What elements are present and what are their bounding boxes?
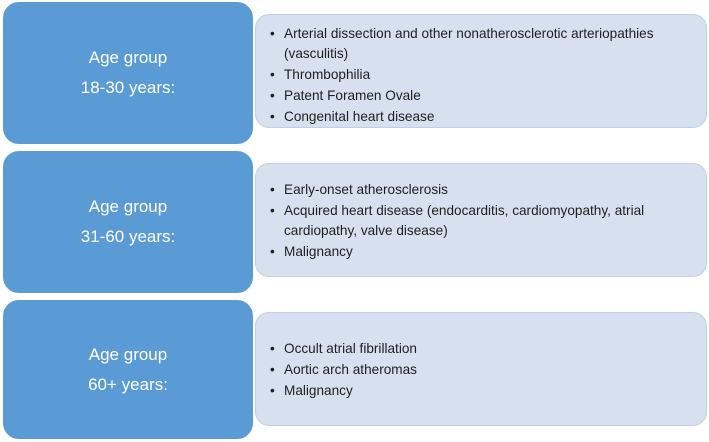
bullet-icon: • (270, 88, 275, 103)
list-item: •Malignancy (270, 242, 695, 262)
label-age-group: Age group (88, 48, 168, 67)
list-item: •Congenital heart disease (270, 107, 695, 127)
risk-factor-list-18-30: •Arterial dissection and other nonathero… (270, 24, 695, 127)
risk-factor-list-31-60: •Early-onset atherosclerosis •Acquired h… (270, 180, 695, 262)
bullet-icon: • (270, 203, 275, 218)
label-age-group: Age group (88, 197, 168, 216)
bullet-icon: • (270, 244, 275, 259)
label-age-range: 18-30 years: (80, 78, 176, 97)
label-age-group: Age group (88, 344, 168, 364)
bullet-icon: • (270, 26, 275, 41)
details-box-18-30 (255, 14, 707, 128)
bullet-icon: • (270, 383, 275, 398)
list-item: •Aortic arch atheromas (270, 360, 695, 380)
list-item: •Patent Foramen Ovale (270, 86, 695, 106)
label-box-31-60: Age group 31-60 years: (1, 149, 255, 295)
details-box-60-plus (255, 312, 707, 426)
list-item: •Thrombophilia (270, 65, 695, 85)
list-item: •Early-onset atherosclerosis (270, 180, 695, 200)
list-item: •Occult atrial fibrillation (270, 339, 695, 359)
bullet-icon: • (270, 67, 275, 82)
bullet-icon: • (270, 341, 275, 356)
risk-factor-list-60-plus: •Occult atrial fibrillation •Aortic arch… (270, 339, 695, 401)
label-box-18-30: Age group 18-30 years: (1, 0, 255, 146)
label-age-range: 31-60 years: (80, 227, 176, 246)
bullet-icon: • (270, 182, 275, 197)
bullet-icon: • (270, 362, 275, 377)
label-box-60-plus: Age group 60+ years: (1, 298, 255, 441)
list-item: •Malignancy (270, 381, 695, 401)
details-box-31-60 (255, 163, 707, 277)
list-item: •Acquired heart disease (endocarditis, c… (270, 203, 645, 238)
list-item: •Arterial dissection and other nonathero… (270, 26, 654, 61)
bullet-icon: • (270, 109, 275, 124)
label-age-range: 60+ years: (88, 374, 168, 394)
